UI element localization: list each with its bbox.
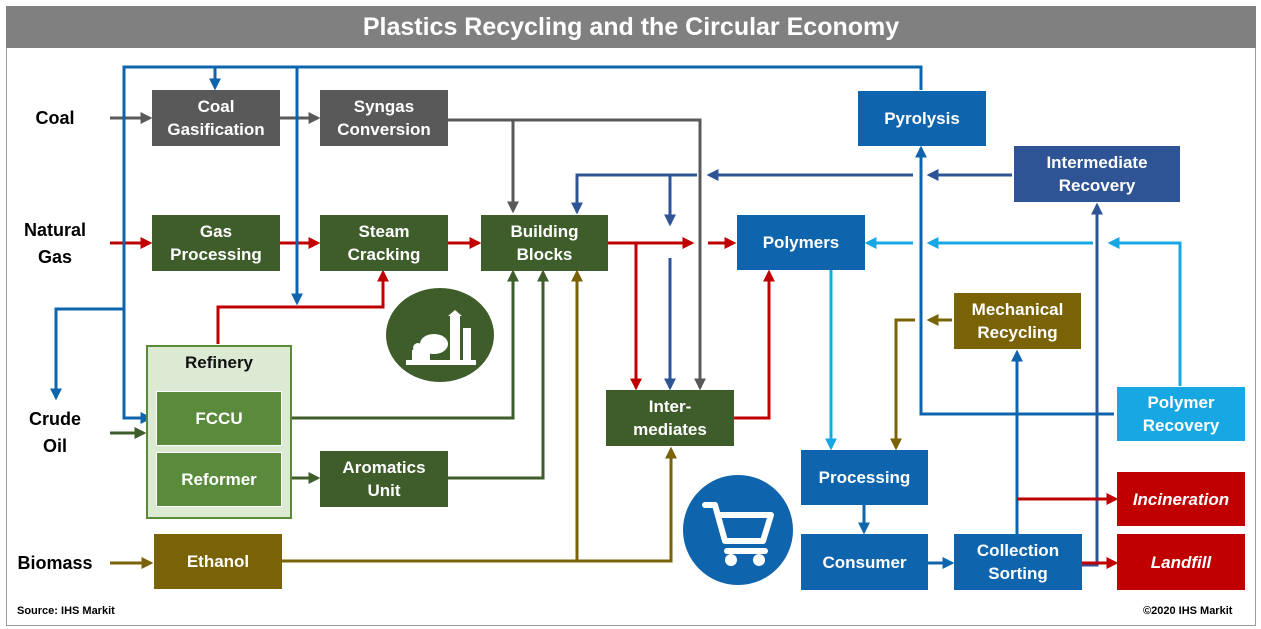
fccu-box: FCCU (156, 391, 282, 446)
arrow-refinery-to-cracking (216, 269, 389, 344)
arrow-loop-to-crude (50, 307, 124, 401)
shopping-cart-icon (683, 475, 793, 585)
processing-box: Processing (801, 450, 928, 505)
collection-sorting-box: Collection Sorting (954, 534, 1082, 590)
intermediate-recovery-box: Intermediate Recovery (1014, 146, 1180, 202)
polymers-box: Polymers (737, 215, 865, 270)
arrow-mechanical-to-processing (890, 318, 915, 451)
gas-processing-box: Gas Processing (152, 215, 280, 271)
pyrolysis-box: Pyrolysis (858, 91, 986, 146)
incineration-box: Incineration (1117, 472, 1245, 526)
steam-cracking-box: Steam Cracking (320, 215, 448, 271)
coal-gasification-box: Coal Gasification (152, 90, 280, 146)
syngas-conversion-box: Syngas Conversion (320, 90, 448, 146)
ethanol-box: Ethanol (154, 534, 282, 589)
arrow-polymer-recovery-to-pyrolysis (915, 145, 1114, 416)
arrow-syngas-to-building-blocks (448, 118, 519, 214)
reformer-box: Reformer (156, 452, 282, 507)
arrow-ethanol-to-intermediates (577, 446, 677, 563)
source-natural-gas: Natural Gas (23, 220, 86, 267)
aromatics-unit-box: Aromatics Unit (320, 451, 448, 507)
refinery-label: Refinery (184, 353, 254, 372)
arrow-intermediates-to-polymers (734, 269, 775, 420)
arrow-polymer-recovery-up (1107, 237, 1182, 386)
polymer-recovery-box: Polymer Recovery (1117, 387, 1245, 441)
arrow-aromatics-to-building-blocks (448, 269, 549, 480)
landfill-box: Landfill (1117, 534, 1245, 590)
source-coal: Coal (35, 108, 75, 128)
chemical-plant-icon (386, 288, 494, 382)
arrow-collection-to-intermediate-recovery (1082, 202, 1103, 567)
arrow-fccu-to-building-blocks (282, 269, 519, 420)
consumer-box: Consumer (801, 534, 928, 590)
arrow-crude-loop (122, 65, 923, 424)
mechanical-recycling-box: Mechanical Recycling (954, 293, 1081, 349)
arrow-return-to-building-blocks (571, 173, 697, 215)
intermediates-box: Inter- mediates (606, 390, 734, 446)
source-biomass: Biomass (17, 553, 93, 573)
source-crude-oil: Crude Oil (28, 409, 81, 456)
building-blocks-box: Building Blocks (481, 215, 608, 271)
copyright-note: ©2020 IHS Markit (1143, 605, 1233, 617)
source-note: Source: IHS Markit (17, 605, 115, 617)
arrow-syngas-to-intermediates (513, 118, 706, 391)
diagram-title: Plastics Recycling and the Circular Econ… (6, 6, 1256, 48)
